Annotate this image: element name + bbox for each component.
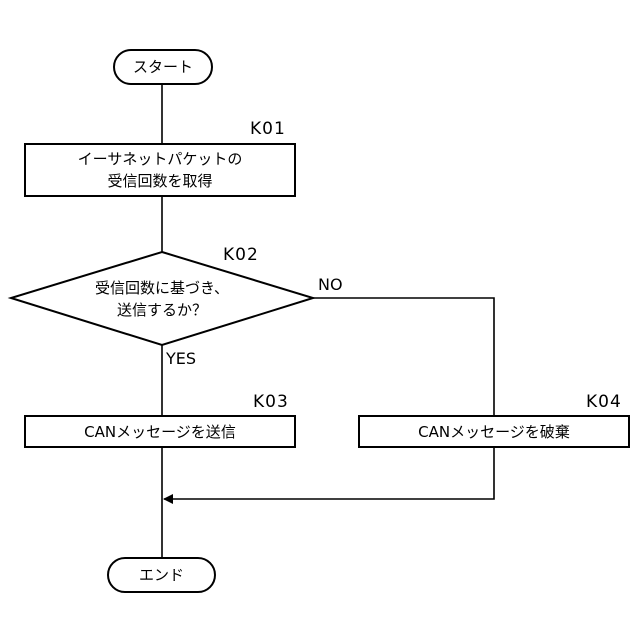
step-id-k02: K02 bbox=[223, 246, 259, 264]
connector-k02-k04 bbox=[313, 298, 494, 415]
process-k03-text: CANメッセージを送信 bbox=[84, 421, 236, 443]
decision-k02: 受信回数に基づき、 送信するか？ bbox=[62, 276, 262, 322]
process-k03: CANメッセージを送信 bbox=[24, 415, 296, 448]
process-k04: CANメッセージを破棄 bbox=[358, 415, 630, 448]
start-label: スタート bbox=[133, 56, 193, 78]
start-terminal: スタート bbox=[113, 49, 213, 85]
end-label: エンド bbox=[139, 564, 184, 586]
process-k04-text: CANメッセージを破棄 bbox=[418, 421, 570, 443]
end-terminal: エンド bbox=[107, 557, 216, 593]
step-id-k01: K01 bbox=[250, 120, 286, 138]
step-id-k03: K03 bbox=[253, 393, 289, 411]
branch-yes-label: YES bbox=[166, 350, 196, 368]
process-k01-text: イーサネットパケットの 受信回数を取得 bbox=[78, 148, 243, 192]
branch-no-label: NO bbox=[318, 276, 343, 294]
connector-k04-merge bbox=[164, 448, 494, 499]
decision-k02-text: 受信回数に基づき、 送信するか？ bbox=[95, 277, 229, 321]
process-k01: イーサネットパケットの 受信回数を取得 bbox=[24, 143, 296, 197]
step-id-k04: K04 bbox=[586, 393, 622, 411]
